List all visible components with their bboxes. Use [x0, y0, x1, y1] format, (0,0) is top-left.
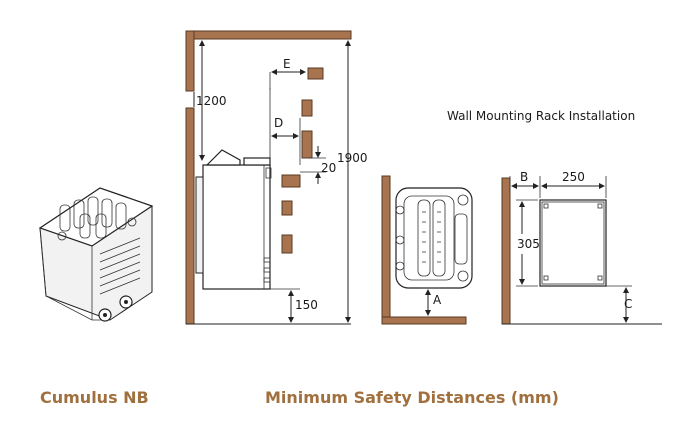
heater-front-view [395, 187, 473, 289]
heater-side-view [202, 164, 271, 290]
wall-battens [281, 67, 324, 254]
diagram-title: Minimum Safety Distances (mm) [265, 388, 559, 407]
side-view-diagram: 1200 1900 150 20 D E [185, 30, 368, 325]
rack-installation-view: Wall Mounting Rack Installation B 250 30… [447, 109, 662, 325]
rack-install-wall [501, 177, 511, 325]
dim-ceiling-gap: 1200 [196, 94, 227, 108]
dim-label-c: C [624, 297, 632, 311]
mounting-rack [539, 199, 607, 287]
dim-label-a: A [433, 293, 442, 307]
product-name: Cumulus NB [40, 388, 149, 407]
rack-floor [381, 316, 467, 325]
left-wall-upper [185, 30, 195, 92]
dim-rack-width: 250 [562, 170, 585, 184]
dim-rack-height: 305 [517, 237, 540, 251]
left-wall-lower [185, 107, 195, 325]
rack-wall [381, 175, 391, 325]
heater-illustration [38, 187, 154, 322]
dim-floor-gap: 150 [295, 298, 318, 312]
dim-label-d: D [274, 116, 283, 130]
rack-front-view: A [381, 175, 473, 325]
dim-side-gap: 20 [321, 161, 336, 175]
dim-label-e: E [283, 57, 291, 71]
dim-total-height: 1900 [337, 151, 368, 165]
rack-title: Wall Mounting Rack Installation [447, 109, 635, 123]
ceiling-beam [185, 30, 352, 40]
dim-label-b: B [520, 170, 528, 184]
